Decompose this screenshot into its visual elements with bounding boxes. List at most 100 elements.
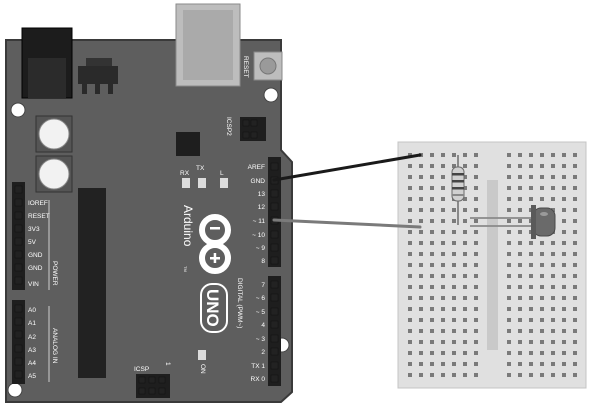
pin-10: ~ 10 xyxy=(252,232,265,239)
breadboard-hole xyxy=(474,296,478,300)
breadboard-center-channel xyxy=(487,180,498,350)
breadboard-hole xyxy=(551,285,555,289)
analog-pin-a3: A3 xyxy=(28,347,36,354)
on-label: ON xyxy=(199,364,206,374)
led-highlight xyxy=(540,212,548,216)
breadboard-hole xyxy=(551,351,555,355)
breadboard-hole xyxy=(419,296,423,300)
breadboard-hole xyxy=(518,197,522,201)
breadboard-hole xyxy=(441,263,445,267)
breadboard-hole xyxy=(441,153,445,157)
breadboard-hole xyxy=(408,153,412,157)
breadboard-hole xyxy=(408,373,412,377)
breadboard-hole xyxy=(540,329,544,333)
breadboard-hole xyxy=(573,307,577,311)
breadboard-hole xyxy=(419,219,423,223)
breadboard-hole xyxy=(518,186,522,190)
uno-text: UNO xyxy=(203,289,222,327)
breadboard-hole xyxy=(430,241,434,245)
breadboard-hole xyxy=(463,164,467,168)
breadboard-hole xyxy=(507,186,511,190)
breadboard-hole xyxy=(419,329,423,333)
breadboard-hole xyxy=(551,274,555,278)
breadboard-hole xyxy=(408,208,412,212)
breadboard-hole xyxy=(529,274,533,278)
analog-header-pins xyxy=(14,304,23,379)
breadboard-hole xyxy=(540,340,544,344)
breadboard-hole xyxy=(562,274,566,278)
breadboard-hole xyxy=(507,318,511,322)
breadboard-hole xyxy=(529,153,533,157)
breadboard-hole xyxy=(573,318,577,322)
tx-label: TX xyxy=(196,165,205,172)
breadboard-hole xyxy=(540,175,544,179)
breadboard-hole xyxy=(518,164,522,168)
wire-pin11 xyxy=(272,218,422,229)
breadboard-hole xyxy=(573,296,577,300)
breadboard-hole xyxy=(507,362,511,366)
l-led xyxy=(220,178,228,188)
pin-2: 2 xyxy=(261,349,265,356)
breadboard-hole xyxy=(518,208,522,212)
breadboard-hole xyxy=(529,263,533,267)
breadboard-hole xyxy=(573,373,577,377)
pin-7: 7 xyxy=(261,282,265,289)
power-header-pins xyxy=(14,185,23,285)
breadboard-hole xyxy=(474,362,478,366)
pin-6: ~ 6 xyxy=(256,295,266,302)
breadboard-hole xyxy=(474,219,478,223)
reset-button-cap[interactable] xyxy=(259,57,277,75)
breadboard-hole xyxy=(452,340,456,344)
breadboard-hole xyxy=(474,340,478,344)
breadboard-hole xyxy=(474,241,478,245)
power-pin-vin: VIN xyxy=(28,281,39,288)
breadboard-hole xyxy=(507,263,511,267)
breadboard-hole xyxy=(551,186,555,190)
breadboard-hole xyxy=(573,252,577,256)
breadboard-hole xyxy=(441,307,445,311)
icsp2-label: ICSP2 xyxy=(225,117,232,136)
breadboard-hole xyxy=(562,175,566,179)
analog-pin-a0: A0 xyxy=(28,307,36,314)
pin-5: ~ 5 xyxy=(256,309,266,316)
breadboard-hole xyxy=(529,241,533,245)
breadboard-hole xyxy=(507,373,511,377)
breadboard-hole xyxy=(408,263,412,267)
breadboard-hole xyxy=(463,340,467,344)
breadboard-hole xyxy=(551,362,555,366)
atmega-chip xyxy=(78,188,106,378)
breadboard-hole xyxy=(430,373,434,377)
breadboard-hole xyxy=(452,263,456,267)
breadboard-hole xyxy=(452,362,456,366)
arduino-board: RESET ICSP2 RX TX L Arduino TM xyxy=(5,3,293,403)
power-pin-gnd-1: GND xyxy=(28,252,43,259)
led xyxy=(470,205,556,239)
breadboard-hole xyxy=(419,197,423,201)
breadboard-hole xyxy=(430,285,434,289)
breadboard-hole xyxy=(408,329,412,333)
breadboard-hole xyxy=(562,186,566,190)
breadboard-hole xyxy=(441,274,445,278)
breadboard-hole xyxy=(452,285,456,289)
regulator-leg-2 xyxy=(95,84,100,94)
breadboard-hole xyxy=(562,362,566,366)
breadboard-hole xyxy=(529,351,533,355)
breadboard-hole xyxy=(518,362,522,366)
tx-led xyxy=(198,178,206,188)
breadboard-hole xyxy=(573,351,577,355)
breadboard-hole xyxy=(430,307,434,311)
breadboard-hole xyxy=(419,340,423,344)
breadboard-hole xyxy=(408,230,412,234)
breadboard-hole xyxy=(562,296,566,300)
breadboard-hole xyxy=(507,241,511,245)
breadboard-hole xyxy=(518,373,522,377)
infinity-logo-icon xyxy=(199,214,231,274)
breadboard-hole xyxy=(562,329,566,333)
capacitor-1 xyxy=(38,118,70,150)
breadboard-hole xyxy=(562,263,566,267)
breadboard-hole xyxy=(529,362,533,366)
uno-badge xyxy=(200,283,228,333)
breadboard-hole xyxy=(441,241,445,245)
breadboard-hole xyxy=(419,208,423,212)
breadboard-hole xyxy=(419,241,423,245)
